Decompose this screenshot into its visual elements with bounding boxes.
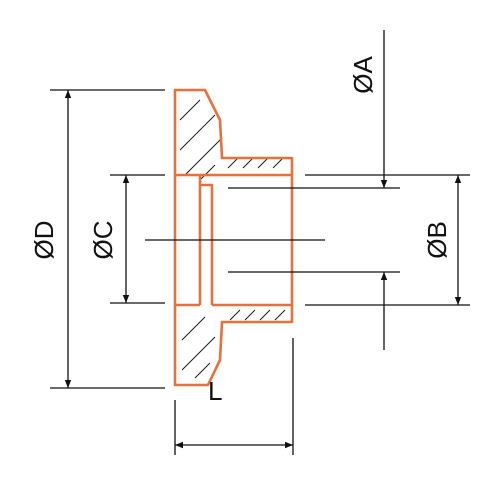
centerlines [145, 187, 400, 273]
upper-flange-hatching [179, 99, 223, 181]
lower-flange-hatching [181, 316, 216, 379]
label-dia-d: ØD [29, 221, 59, 260]
label-dia-c: ØC [88, 221, 118, 260]
label-dia-a: ØA [348, 56, 378, 94]
label-dia-b: ØB [422, 221, 452, 259]
ferrule-outline [173, 88, 294, 387]
upper-tube-wall-hatching [227, 157, 284, 169]
dimension-lines [64, 30, 462, 449]
lower-tube-wall-hatching [229, 309, 286, 321]
label-length: L [208, 376, 222, 406]
section-hatching [179, 99, 286, 379]
dimension-labels: ØD ØC ØB ØA L [29, 56, 452, 406]
